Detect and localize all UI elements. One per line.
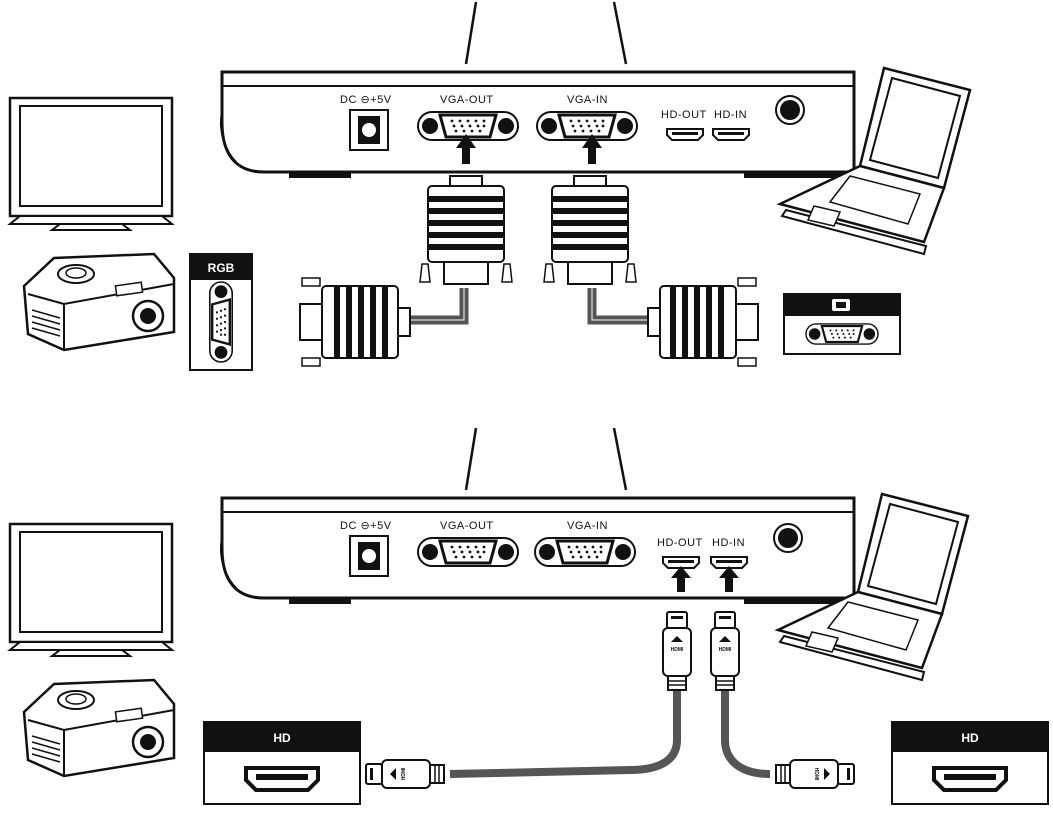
hd-in-label: HD-IN [712,537,745,549]
arrow-up-icon [456,134,476,164]
vga-in-label: VGA-IN [567,94,608,106]
monitor-icon [8,96,174,232]
audio-jack [775,95,805,125]
vga-out-label: VGA-OUT [440,94,494,106]
hd-out-label: HD-OUT [657,537,703,549]
hdmi-plug: HDMI [662,611,692,691]
hdmi-plug: HDMI [775,759,855,789]
vga-input-badge [783,293,901,355]
vga-in-port [533,536,637,568]
vga-out-port [416,110,520,142]
monitor-icon [8,522,174,658]
hd-in-label: HD-IN [714,109,747,121]
hd-out-port [666,128,704,141]
arrow-up-icon [582,134,602,164]
document-camera-base [219,0,856,180]
arrow-up-icon [671,566,691,592]
vga-port-icon [208,280,234,364]
hd-in-port [712,128,750,141]
projector-icon [22,678,176,778]
vga-in-label: VGA-IN [567,520,608,532]
hd-input-badge-right: HD [891,721,1049,805]
dc-port-label: DC ⊖+5V [340,94,392,106]
hdmi-logo: HDMI [401,767,407,780]
hdmi-plug: HDMI [710,611,740,691]
vga-plug [419,175,513,285]
hd-input-badge-left: HD [203,721,361,805]
document-camera-base [219,426,856,606]
hd-out-label: HD-OUT [661,109,707,121]
audio-jack [773,523,803,553]
arrow-up-icon [719,566,739,592]
hdmi-port-icon [932,766,1008,792]
vga-plug [543,175,637,285]
rgb-input-badge: RGB [189,253,253,371]
rgb-badge-label: RGB [208,261,235,275]
hdmi-plug: HDMI [365,759,445,789]
hdmi-logo: HDMI [719,647,732,653]
hdmi-logo: HDMI [671,647,684,653]
vga-in-port [535,110,639,142]
dc-port-label: DC ⊖+5V [340,520,392,532]
vga-connection-diagram: DC ⊖+5V VGA-OUT VGA-IN HD-OUT HD-IN [8,0,972,371]
vga-port-icon [804,322,880,346]
hd-badge-label: HD [273,731,291,745]
vga-out-label: VGA-OUT [440,520,494,532]
hdmi-connection-diagram: DC ⊖+5V VGA-OUT VGA-IN HD-OUT HD-IN HDMI [8,426,1049,805]
display-port-icon [832,299,850,311]
hdmi-logo: HDMI [813,768,819,781]
vga-plug [647,277,759,367]
hd-badge-label: HD [961,731,979,745]
hdmi-port-icon [244,766,320,792]
vga-out-port [416,536,520,568]
projector-icon [22,252,176,352]
vga-plug [299,277,411,367]
